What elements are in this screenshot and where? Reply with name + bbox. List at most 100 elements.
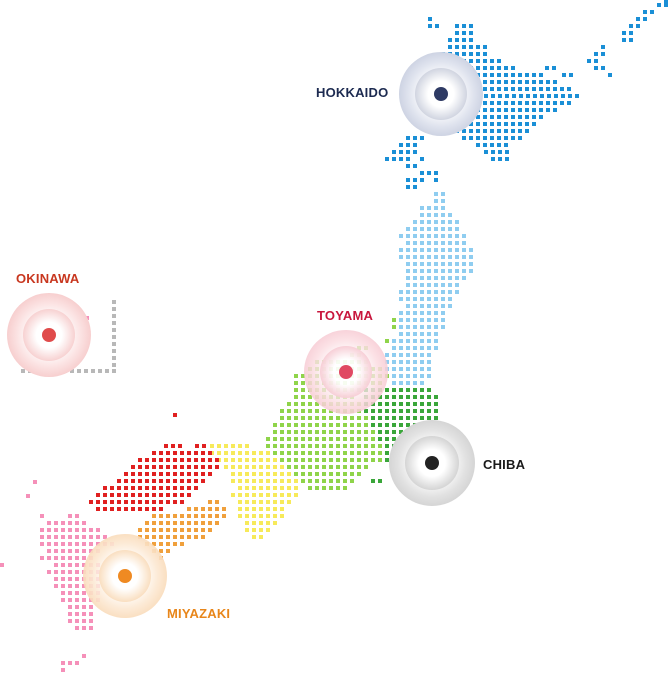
chugoku-tile (171, 444, 175, 448)
tohoku-tile (441, 255, 445, 259)
chiba-marker[interactable] (389, 420, 475, 506)
hokkaido-tile (532, 87, 536, 91)
kansai-tile (245, 514, 249, 518)
kyushu-tile (89, 619, 93, 623)
hokkaido-marker[interactable] (399, 52, 483, 136)
kanto-tile (399, 423, 403, 427)
kyushu-tile (82, 542, 86, 546)
shikoku-tile (173, 521, 177, 525)
hokkaido-tile (568, 94, 572, 98)
hokkaido-tile (511, 108, 515, 112)
chugoku-tile (201, 458, 205, 462)
tohoku-tile (413, 325, 417, 329)
miyazaki-marker-dot (118, 569, 132, 583)
chubu-tile (315, 465, 319, 469)
hokkaido-tile (601, 66, 605, 70)
tohoku-tile (448, 227, 452, 231)
tohoku-tile (434, 311, 438, 315)
chubu-tile (301, 402, 305, 406)
chubu-tile (322, 486, 326, 490)
tohoku-tile (448, 213, 452, 217)
hokkaido-tile (462, 38, 466, 42)
chugoku-tile (194, 458, 198, 462)
chubu-tile (322, 458, 326, 462)
tohoku-tile (427, 311, 431, 315)
kyushu-tile (68, 514, 72, 518)
chubu-tile (343, 472, 347, 476)
chubu-tile (350, 479, 354, 483)
hokkaido-tile (575, 94, 579, 98)
chugoku-tile (173, 458, 177, 462)
chubu-tile (364, 423, 368, 427)
miyazaki-label[interactable]: MIYAZAKI (167, 606, 231, 621)
kyushu-tile (75, 577, 79, 581)
shikoku-tile (201, 535, 205, 539)
tohoku-tile (448, 241, 452, 245)
chubu-tile (378, 451, 382, 455)
hokkaido-tile (491, 157, 495, 161)
kyushu-tile (61, 563, 65, 567)
chugoku-tile (145, 472, 149, 476)
chiba-label[interactable]: CHIBA (483, 457, 526, 472)
tohoku-tile (427, 318, 431, 322)
kyushu-tile (75, 556, 79, 560)
chubu-tile (343, 416, 347, 420)
kansai-tile (238, 465, 242, 469)
hokkaido-tile (483, 45, 487, 49)
kyushu-tile (40, 528, 44, 532)
hokkaido-tile (469, 24, 473, 28)
chugoku-tile (152, 500, 156, 504)
chubu-tile (322, 416, 326, 420)
tohoku-tile (448, 297, 452, 301)
chugoku-tile (173, 465, 177, 469)
kansai-tile (217, 451, 221, 455)
kansai-tile (224, 458, 228, 462)
tohoku-tile (469, 255, 473, 259)
kansai-tile (238, 444, 242, 448)
shikoku-tile (215, 521, 219, 525)
kyushu-tile (68, 612, 72, 616)
chubu-tile (266, 437, 270, 441)
chugoku-tile (152, 451, 156, 455)
okinawa-marker[interactable] (7, 293, 91, 377)
chubu-tile (385, 339, 389, 343)
hokkaido-tile (567, 101, 571, 105)
chubu-tile (315, 472, 319, 476)
kansai-tile (280, 472, 284, 476)
kansai-tile (266, 514, 270, 518)
kansai-tile (252, 451, 256, 455)
hokkaido-tile (455, 24, 459, 28)
hokkaido-tile (504, 73, 508, 77)
chugoku-tile (173, 451, 177, 455)
kanto-tile (406, 409, 410, 413)
kanto-tile (385, 451, 389, 455)
miyazaki-marker[interactable] (83, 534, 167, 618)
toyama-marker[interactable] (304, 330, 388, 414)
hokkaido-label[interactable]: HOKKAIDO (316, 85, 389, 100)
tohoku-tile (434, 290, 438, 294)
toyama-label[interactable]: TOYAMA (317, 308, 374, 323)
kanto-tile (420, 402, 424, 406)
chubu-tile (329, 458, 333, 462)
kanto-tile (392, 395, 396, 399)
hokkaido-tile (483, 136, 487, 140)
tohoku-tile (420, 367, 424, 371)
tohoku-tile (399, 381, 403, 385)
tohoku-tile (420, 262, 424, 266)
okinawa-label[interactable]: OKINAWA (16, 271, 80, 286)
chugoku-tile (194, 472, 198, 476)
tohoku-tile (420, 248, 424, 252)
tohoku-tile (448, 220, 452, 224)
chubu-tile (280, 416, 284, 420)
hokkaido-tile (406, 178, 410, 182)
hokkaido-tile (406, 164, 410, 168)
kansai-tile (259, 535, 263, 539)
hokkaido-tile (455, 38, 459, 42)
hokkaido-tile (664, 0, 668, 4)
chubu-tile (343, 430, 347, 434)
hokkaido-tile (629, 38, 633, 42)
tohoku-tile (448, 255, 452, 259)
hokkaido-tile (553, 87, 557, 91)
hokkaido-tile (469, 136, 473, 140)
tohoku-tile (420, 255, 424, 259)
